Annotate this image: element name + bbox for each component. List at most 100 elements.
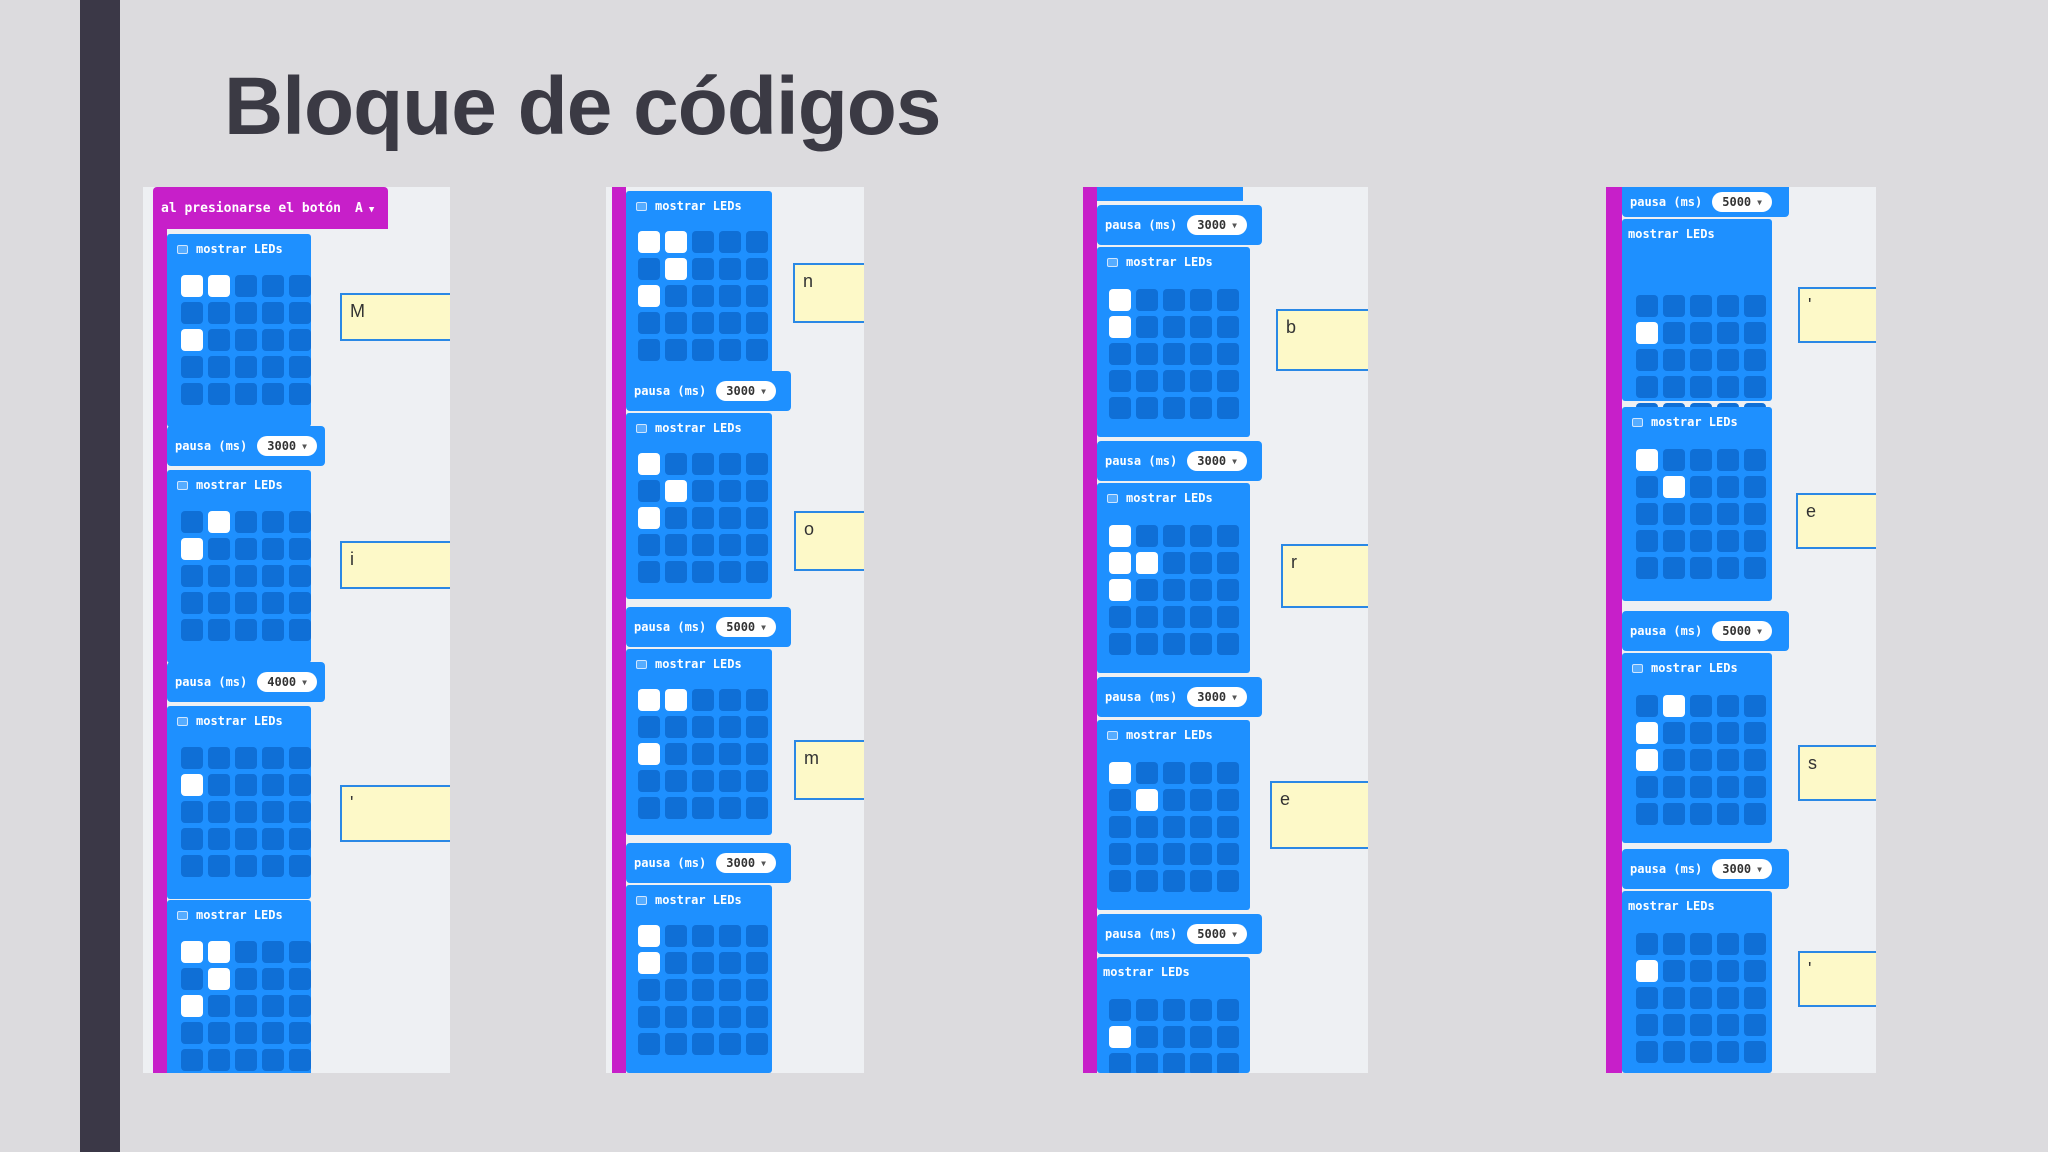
led-off[interactable] [1190,999,1212,1021]
led-on[interactable] [208,511,230,533]
led-off[interactable] [1636,695,1658,717]
led-on[interactable] [638,743,660,765]
led-off[interactable] [1690,803,1712,825]
led-off[interactable] [1717,960,1739,982]
led-off[interactable] [638,716,660,738]
led-off[interactable] [1190,762,1212,784]
led-on[interactable] [208,968,230,990]
led-off[interactable] [208,538,230,560]
pause-value-dropdown[interactable]: 3000▼ [1187,215,1247,235]
led-off[interactable] [289,774,311,796]
led-off[interactable] [1136,870,1158,892]
led-off[interactable] [235,1022,257,1044]
led-on[interactable] [1636,749,1658,771]
led-on[interactable] [1109,762,1131,784]
show-leds-block[interactable]: mostrar LEDs [167,234,311,427]
led-off[interactable] [1109,999,1131,1021]
led-off[interactable] [665,952,687,974]
led-off[interactable] [1217,289,1239,311]
led-off[interactable] [1744,376,1766,398]
led-off[interactable] [719,231,741,253]
led-off[interactable] [1190,343,1212,365]
led-off[interactable] [746,952,768,974]
led-off[interactable] [181,565,203,587]
led-off[interactable] [665,743,687,765]
led-off[interactable] [746,925,768,947]
led-off[interactable] [719,925,741,947]
led-off[interactable] [1217,1053,1239,1073]
pause-block[interactable]: pausa (ms) 3000▼ [1097,441,1262,481]
led-on[interactable] [638,689,660,711]
led-off[interactable] [1663,557,1685,579]
led-off[interactable] [1690,530,1712,552]
led-off[interactable] [1690,960,1712,982]
comment-note[interactable]: i◢ [340,541,450,589]
led-off[interactable] [235,329,257,351]
led-off[interactable] [1690,722,1712,744]
show-leds-block[interactable]: mostrar LEDs [1097,720,1250,910]
led-off[interactable] [746,480,768,502]
comment-note[interactable]: m◢ [794,740,864,800]
led-off[interactable] [1163,633,1185,655]
led-off[interactable] [262,383,284,405]
led-off[interactable] [1136,525,1158,547]
comment-note[interactable]: '◢ [340,785,450,842]
led-off[interactable] [719,770,741,792]
led-off[interactable] [181,828,203,850]
pause-value-dropdown[interactable]: 5000▼ [1712,192,1772,212]
led-off[interactable] [1636,376,1658,398]
led-on[interactable] [665,480,687,502]
led-off[interactable] [181,1049,203,1071]
led-off[interactable] [289,855,311,877]
led-off[interactable] [692,561,714,583]
led-off[interactable] [719,979,741,1001]
led-off[interactable] [1163,870,1185,892]
led-off[interactable] [262,619,284,641]
led-off[interactable] [289,329,311,351]
led-off[interactable] [1744,530,1766,552]
led-off[interactable] [262,329,284,351]
led-off[interactable] [746,561,768,583]
led-off[interactable] [1717,722,1739,744]
led-off[interactable] [1217,316,1239,338]
led-off[interactable] [181,801,203,823]
pause-block[interactable]: pausa (ms) 3000▼ [1097,677,1262,717]
led-off[interactable] [746,797,768,819]
comment-note[interactable]: s◢ [1798,745,1876,801]
show-leds-block[interactable]: mostrar LEDs [167,706,311,899]
led-off[interactable] [1217,870,1239,892]
pause-block[interactable]: pausa (ms) 5000▼ [1097,914,1262,954]
led-off[interactable] [1190,579,1212,601]
led-off[interactable] [1744,1041,1766,1063]
led-off[interactable] [665,312,687,334]
led-off[interactable] [719,952,741,974]
led-off[interactable] [1690,1014,1712,1036]
led-off[interactable] [1717,987,1739,1009]
led-off[interactable] [181,1022,203,1044]
comment-note[interactable]: e◢ [1796,493,1876,549]
led-off[interactable] [235,828,257,850]
led-off[interactable] [1163,397,1185,419]
led-off[interactable] [1217,552,1239,574]
led-off[interactable] [719,480,741,502]
led-off[interactable] [719,285,741,307]
led-off[interactable] [1690,376,1712,398]
led-off[interactable] [1136,397,1158,419]
led-off[interactable] [1636,349,1658,371]
led-off[interactable] [235,968,257,990]
pause-block[interactable]: pausa (ms) 5000▼ [1622,611,1789,651]
led-on[interactable] [638,507,660,529]
led-off[interactable] [289,565,311,587]
led-off[interactable] [1690,776,1712,798]
comment-note[interactable]: b◢ [1276,309,1368,371]
show-leds-block[interactable]: mostrar LEDs [1097,247,1250,437]
led-off[interactable] [638,770,660,792]
led-off[interactable] [262,995,284,1017]
led-off[interactable] [262,356,284,378]
led-off[interactable] [1109,343,1131,365]
led-off[interactable] [235,302,257,324]
led-off[interactable] [262,275,284,297]
led-off[interactable] [1636,803,1658,825]
led-off[interactable] [1717,1014,1739,1036]
led-on[interactable] [665,689,687,711]
